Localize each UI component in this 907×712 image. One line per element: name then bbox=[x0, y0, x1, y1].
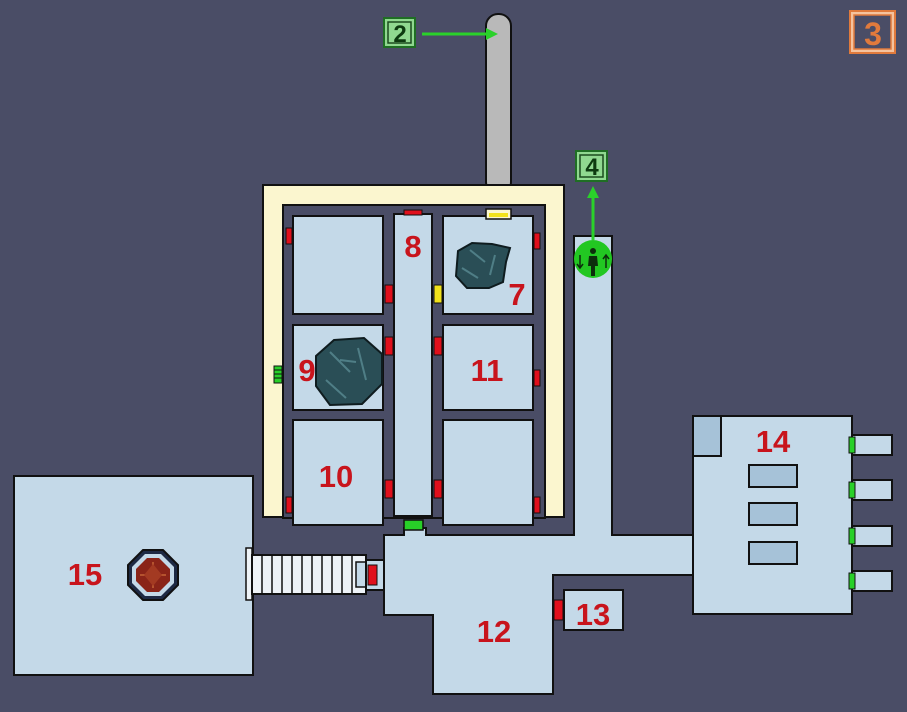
room-label-15: 15 bbox=[68, 557, 102, 592]
stairs bbox=[245, 547, 385, 601]
room-label-13: 13 bbox=[576, 597, 610, 632]
north-tower bbox=[485, 13, 512, 195]
room-8-corridor bbox=[393, 213, 433, 517]
map-link-4-label: 4 bbox=[585, 154, 599, 181]
floor-badge: 3 bbox=[849, 10, 896, 54]
room-label-14: 14 bbox=[756, 424, 791, 459]
door-open-8-bottom[interactable] bbox=[403, 519, 424, 531]
emblem-icon[interactable] bbox=[127, 549, 179, 601]
room-label-10: 10 bbox=[319, 459, 353, 494]
map-link-2[interactable]: 2 bbox=[383, 17, 416, 48]
door-locked-se[interactable] bbox=[433, 479, 443, 499]
door-walkway-7[interactable] bbox=[533, 232, 541, 250]
door-locked-9[interactable] bbox=[384, 336, 394, 356]
map-link-4[interactable]: 4 bbox=[575, 150, 608, 182]
room-nw bbox=[292, 215, 384, 315]
door-tower-key[interactable] bbox=[489, 213, 508, 217]
room-label-12: 12 bbox=[477, 614, 511, 649]
elevator-icon[interactable] bbox=[574, 240, 612, 278]
door-walkway-10[interactable] bbox=[285, 496, 293, 514]
room-label-11: 11 bbox=[471, 353, 504, 388]
rock-icon bbox=[315, 336, 383, 407]
map-link-2-label: 2 bbox=[393, 21, 406, 48]
room-14 bbox=[692, 415, 893, 615]
door-open-west-walkway[interactable] bbox=[273, 365, 283, 384]
room-label-8: 8 bbox=[404, 229, 421, 264]
door-walkway-se[interactable] bbox=[533, 496, 541, 514]
door-locked-stairs[interactable] bbox=[367, 564, 378, 586]
room-11 bbox=[442, 324, 534, 411]
floor-number: 3 bbox=[864, 16, 882, 52]
room-10 bbox=[292, 419, 384, 526]
map-link-arrow-4 bbox=[587, 186, 599, 240]
rock-icon bbox=[454, 241, 512, 289]
doors bbox=[273, 208, 564, 621]
door-locked-11[interactable] bbox=[433, 336, 443, 356]
room-label-7: 7 bbox=[508, 277, 525, 312]
door-locked-nw[interactable] bbox=[384, 284, 394, 304]
map-link-arrow-2 bbox=[422, 28, 498, 40]
door-8-top[interactable] bbox=[403, 209, 423, 216]
door-walkway-nw[interactable] bbox=[285, 227, 293, 245]
door-locked-13[interactable] bbox=[553, 599, 564, 621]
room-label-9: 9 bbox=[298, 353, 315, 388]
door-walkway-11[interactable] bbox=[533, 369, 541, 387]
room-13 bbox=[563, 589, 624, 631]
room-se bbox=[442, 419, 534, 526]
door-key-7[interactable] bbox=[433, 284, 443, 304]
door-locked-10[interactable] bbox=[384, 479, 394, 499]
